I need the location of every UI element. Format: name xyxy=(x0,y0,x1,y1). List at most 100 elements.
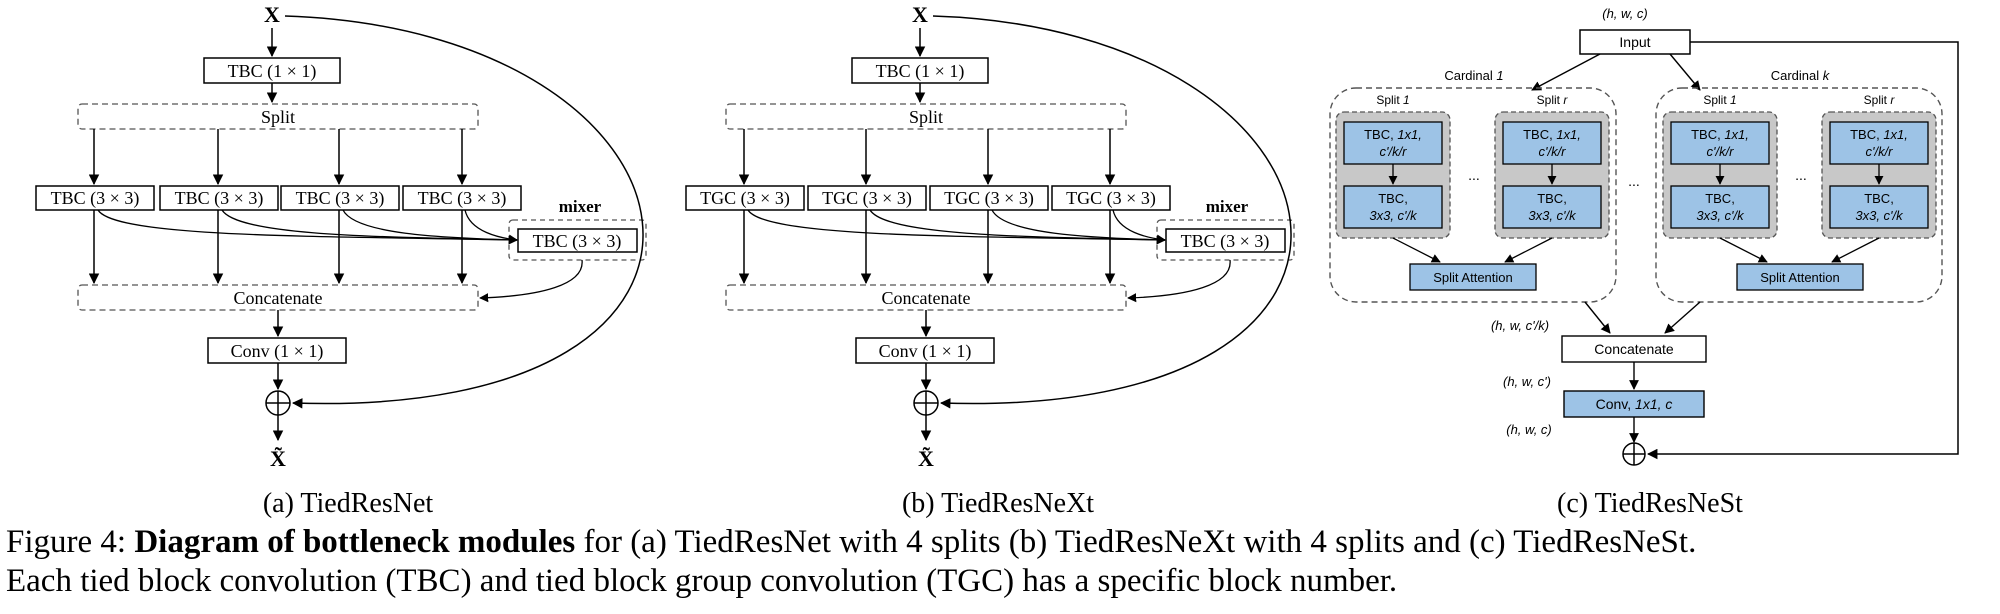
cardinal-k-ellipsis: ... xyxy=(1795,167,1807,183)
panel-b: X TBC (1 × 1) Split TGC (3 × 3) TGC (3 ×… xyxy=(685,2,1295,519)
cardinal-k-index: k xyxy=(1823,68,1831,83)
panel-b-add-node xyxy=(913,390,939,416)
panel-b-branch-box-3 xyxy=(929,185,1049,211)
panel-a-mixer-box xyxy=(517,228,638,253)
panel-a-branch-label-1: TBC (3 × 3) xyxy=(51,188,140,209)
cardinal-k-split-1-tbc1-c: c'/k/r xyxy=(1706,144,1734,159)
panel-a-out-conv-box xyxy=(207,337,347,364)
panel-b-mixer-label: TBC (3 × 3) xyxy=(1181,231,1270,252)
cardinal-1-split-1-tbc1-b: 1x1, xyxy=(1397,127,1422,142)
panel-a-branch-label-4: TBC (3 × 3) xyxy=(418,188,507,209)
cardinal-k-split-1-tbc2-b: 3x3, c'/k xyxy=(1696,208,1745,223)
panel-c-conv-shape: (h, w, c') xyxy=(1503,374,1551,389)
panel-b-out-conv-box xyxy=(855,337,995,364)
panel-a-branch-label-2: TBC (3 × 3) xyxy=(175,188,264,209)
cardinal-1-split-r-tbc1-box xyxy=(1502,121,1602,165)
panel-a-out-conv-label: Conv (1 × 1) xyxy=(231,341,324,362)
svg-text:TBC, 1x1,: TBC, 1x1, xyxy=(1364,127,1422,142)
figure-caption-line-2: Each tied block convolution (TBC) and ti… xyxy=(6,563,1398,599)
cardinal-1-split-1-tbc2-a: TBC, xyxy=(1378,191,1408,206)
bottleneck-diagram: X TBC (1 × 1) Split TBC (3 × 3) TBC (3 ×… xyxy=(35,2,1959,519)
panel-a-concat-box xyxy=(77,284,479,311)
cardinal-k-split-1-tbc1-a: TBC, xyxy=(1691,127,1724,142)
panel-c-concat-box xyxy=(1561,335,1707,363)
panel-a-mixer-label: TBC (3 × 3) xyxy=(533,231,622,252)
cardinal-k-split-r-tbc1-c: c'/k/r xyxy=(1865,144,1893,159)
svg-text:Cardinal k: Cardinal k xyxy=(1771,68,1831,83)
cardinal-k-split-r-tbc2-a: TBC, xyxy=(1864,191,1894,206)
panel-a-branch-label-3: TBC (3 × 3) xyxy=(296,188,385,209)
panel-c-input-box xyxy=(1579,29,1691,55)
cardinal-1-split-r-tbc1-b: 1x1, xyxy=(1556,127,1581,142)
svg-text:Split 1: Split 1 xyxy=(1703,93,1736,107)
panel-a-top-conv-label: TBC (1 × 1) xyxy=(228,61,317,82)
panel-c-input-label: Input xyxy=(1619,34,1650,50)
cardinal-k-split-r-tbc2-box xyxy=(1829,185,1929,229)
panel-b-split-label: Split xyxy=(909,107,943,127)
panel-c-add-node xyxy=(1622,442,1646,466)
panel-c-caption: (c) TiedResNeSt xyxy=(1557,488,1743,519)
cardinal-k-split-r-tbc1-a: TBC, xyxy=(1850,127,1883,142)
cardinal-k: Cardinal k Split 1 TBC, 1x1, c'/k/r TBC,… xyxy=(1655,68,1943,303)
cardinal-1-split-r-index: r xyxy=(1563,93,1568,107)
panel-b-branch-box-1 xyxy=(685,185,805,211)
svg-text:Split r: Split r xyxy=(1537,93,1569,107)
panel-c-concat-label: Concatenate xyxy=(1594,341,1674,357)
panel-b-out-conv-label: Conv (1 × 1) xyxy=(879,341,972,362)
cardinal-1-split-r-tbc1-c: c'/k/r xyxy=(1538,144,1566,159)
cardinal-1-split-1-title: Split xyxy=(1376,93,1403,107)
panel-a-branch-box-2 xyxy=(159,185,279,211)
cardinal-1-split-1-tbc1-c: c'/k/r xyxy=(1379,144,1407,159)
cardinal-1-split-r-tbc2-b: 3x3, c'/k xyxy=(1528,208,1577,223)
cardinal-k-attention-box xyxy=(1736,263,1864,291)
panel-b-branch-label-3: TGC (3 × 3) xyxy=(944,188,1034,209)
svg-text:TBC, 1x1,: TBC, 1x1, xyxy=(1523,127,1581,142)
panel-b-branch-box-2 xyxy=(807,185,927,211)
cardinal-k-split-r-tbc2-b: 3x3, c'/k xyxy=(1855,208,1904,223)
panel-a-split-label: Split xyxy=(261,107,295,127)
panel-b-branch-label-4: TGC (3 × 3) xyxy=(1066,188,1156,209)
cardinal-k-split-1-tbc2-box xyxy=(1670,185,1770,229)
panel-b-input-label: X xyxy=(912,2,928,27)
panel-a-branch-box-1 xyxy=(35,185,155,211)
panel-b-branch-label-1: TGC (3 × 3) xyxy=(700,188,790,209)
cardinal-1-attention-box xyxy=(1409,263,1537,291)
panel-c-conv-box xyxy=(1563,390,1705,418)
cardinal-1-index: 1 xyxy=(1496,68,1503,83)
panel-b-concat-label: Concatenate xyxy=(882,288,971,308)
svg-text:Split 1: Split 1 xyxy=(1376,93,1409,107)
panel-b-caption: (b) TiedResNeXt xyxy=(902,488,1094,519)
panel-b-top-conv-label: TBC (1 × 1) xyxy=(876,61,965,82)
panel-a-split-box xyxy=(77,103,479,130)
svg-text:TBC, 1x1,: TBC, 1x1, xyxy=(1691,127,1749,142)
cardinal-1-attention-label: Split Attention xyxy=(1433,270,1513,285)
svg-text:Split r: Split r xyxy=(1864,93,1896,107)
panel-a-input-label: X xyxy=(264,2,280,27)
panel-b-branch-box-4 xyxy=(1051,185,1171,211)
cardinal-1-split-1-tbc2-box xyxy=(1343,185,1443,229)
panel-b-branch-label-2: TGC (3 × 3) xyxy=(822,188,912,209)
panel-b-concat-box xyxy=(725,284,1127,311)
cardinal-k-split-1-index: 1 xyxy=(1730,93,1737,107)
cardinal-1-ellipsis: ... xyxy=(1468,167,1480,183)
panel-a-mixer-title: mixer xyxy=(559,197,602,216)
cardinal-1-split-1-tbc1-box xyxy=(1343,121,1443,165)
cardinal-k-attention-label: Split Attention xyxy=(1760,270,1840,285)
panel-c-out-shape: (h, w, c) xyxy=(1506,422,1552,437)
cardinal-1: Cardinal 1 Split 1 TBC, 1x1, c'/k/r TBC,… xyxy=(1329,68,1617,303)
panel-c-input-shape: (h, w, c) xyxy=(1602,6,1648,21)
panel-a-add-node xyxy=(265,390,291,416)
cardinal-k-title: Cardinal xyxy=(1771,68,1823,83)
cardinal-k-split-r-title: Split xyxy=(1864,93,1891,107)
cardinal-1-split-1-index: 1 xyxy=(1403,93,1410,107)
cardinal-k-split-r-index: r xyxy=(1890,93,1895,107)
panel-a-output-label: X̃ xyxy=(270,446,286,471)
cardinal-k-split-r-tbc1-b: 1x1, xyxy=(1883,127,1908,142)
cardinal-1-split-r-title: Split xyxy=(1537,93,1564,107)
figure-caption-bold: Diagram of bottleneck modules xyxy=(134,524,576,560)
panel-c-concat-shape: (h, w, c'/k) xyxy=(1491,318,1549,333)
cardinal-k-frame xyxy=(1655,87,1943,303)
figure-caption-rest: for (a) TiedResNet with 4 splits (b) Tie… xyxy=(575,524,1697,560)
svg-text:Cardinal 1: Cardinal 1 xyxy=(1444,68,1503,83)
cardinal-1-split-1-tbc2-b: 3x3, c'/k xyxy=(1369,208,1418,223)
